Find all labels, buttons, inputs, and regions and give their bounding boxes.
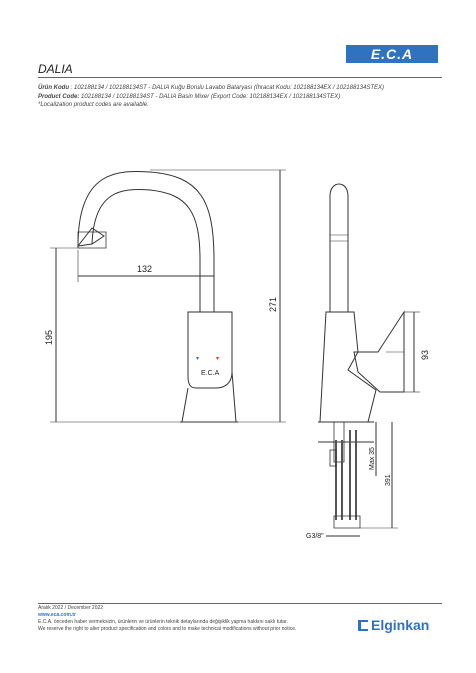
total-height-label: 271 — [268, 297, 278, 312]
product-info: Ürün Kodu : 102188134 / 102188134ST - DA… — [38, 84, 384, 110]
max-thickness-label: Max 35 — [369, 447, 376, 470]
product-code-tr-label: Ürün Kodu — [38, 85, 69, 91]
elginkan-logo-icon — [358, 620, 368, 631]
footer-divider — [38, 603, 442, 604]
hose-left — [335, 440, 343, 520]
handle-height-label: 93 — [420, 350, 430, 360]
side-nut — [329, 449, 337, 467]
header-divider — [38, 77, 442, 78]
side-spout — [329, 183, 349, 313]
product-code-en-value: 102188134 / 102188134ST - DALIA Basin Mi… — [81, 93, 341, 100]
aerator — [77, 231, 107, 249]
front-base — [181, 371, 237, 423]
footer-notice-tr: E.C.A. önceden haber vermeksizin, ürünle… — [38, 619, 288, 625]
hose-length-label: 391 — [385, 474, 392, 486]
localization-note: *Localization product codes are availabl… — [38, 102, 149, 108]
spout-reach-label: 132 — [137, 264, 152, 274]
side-view — [318, 183, 420, 537]
elginkan-brand: Elginkan — [358, 617, 429, 633]
spout-tip — [76, 227, 105, 247]
product-code-tr: Ürün Kodu : 102188134 / 102188134ST - DA… — [38, 84, 384, 93]
eca-logo: E.C.A — [346, 45, 438, 63]
product-code-en-label: Product Code: — [38, 93, 80, 100]
footer-date: Aralık 2022 / December 2022 — [38, 605, 104, 611]
hose-right — [349, 430, 357, 520]
side-shank — [333, 421, 345, 463]
spout-inner — [91, 189, 201, 312]
front-view — [50, 169, 286, 423]
footer-text: Aralık 2022 / December 2022 www.eca.com.… — [38, 605, 296, 633]
footer-url[interactable]: www.eca.com.tr — [38, 612, 76, 618]
product-code-en: Product Code: 102188134 / 102188134ST - … — [38, 93, 384, 102]
hot-marker-icon: ▾ — [216, 356, 219, 362]
side-body — [319, 311, 377, 423]
front-handle — [187, 311, 233, 389]
elginkan-brand-name: Elginkan — [371, 617, 430, 633]
product-title: DALIA — [38, 62, 73, 76]
body-height-label: 195 — [44, 330, 54, 345]
spout-outer — [77, 170, 215, 312]
thread-label: G3/8" — [306, 533, 324, 540]
body-logo: E.C.A — [201, 370, 220, 377]
product-code-tr-value: : 102188134 / 102188134ST - DALIA Kuğu B… — [70, 85, 385, 91]
cold-marker-icon: ▾ — [196, 356, 199, 362]
footer-notice-en: We reserve the right to alter product sp… — [38, 626, 297, 632]
